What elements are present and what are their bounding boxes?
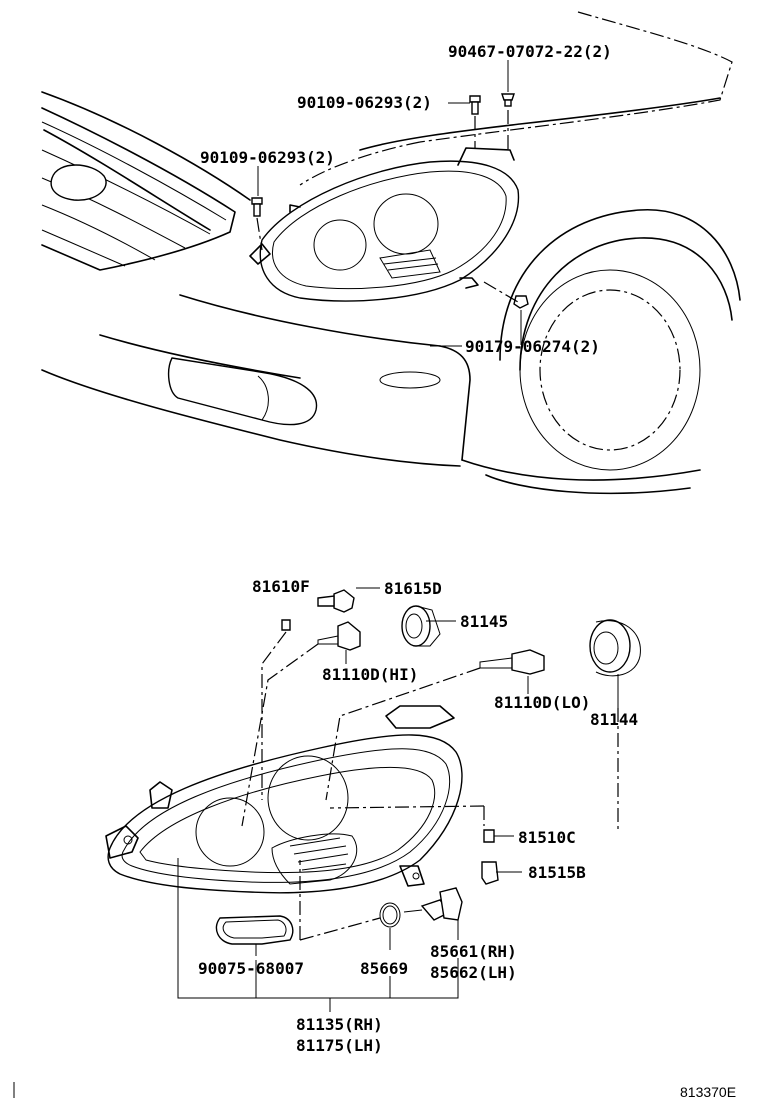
part-label-90109-upper: 90109-06293(2) (297, 93, 432, 112)
part-label-85661: 85661(RH) (430, 942, 517, 961)
part-label-81110D-HI: 81110D(HI) (322, 665, 418, 684)
part-label-85662: 85662(LH) (430, 963, 517, 982)
part-label-90109-left: 90109-06293(2) (200, 148, 335, 167)
car-front-illustration (41, 11, 741, 495)
headlamp-exploded-view (105, 587, 641, 1012)
headlamp-installed (249, 147, 520, 302)
grille (41, 107, 236, 271)
part-label-81515B: 81515B (528, 863, 586, 882)
part-label-81135: 81135(RH) (296, 1015, 383, 1034)
part-label-81615D: 81615D (384, 579, 442, 598)
bolt-top-fasteners (251, 93, 529, 309)
part-label-90075: 90075-68007 (198, 959, 304, 978)
part-label-81175: 81175(LH) (296, 1036, 383, 1055)
part-label-81144: 81144 (590, 710, 638, 729)
part-label-81110D-LO: 81110D(LO) (494, 693, 590, 712)
part-label-90467: 90467-07072-22(2) (448, 42, 612, 61)
reference-code: 813370E (680, 1084, 736, 1100)
part-label-81610F: 81610F (252, 577, 310, 596)
part-label-85669: 85669 (360, 959, 408, 978)
part-label-81145: 81145 (460, 612, 508, 631)
part-label-81510C: 81510C (518, 828, 576, 847)
part-label-90179: 90179-06274(2) (465, 337, 600, 356)
